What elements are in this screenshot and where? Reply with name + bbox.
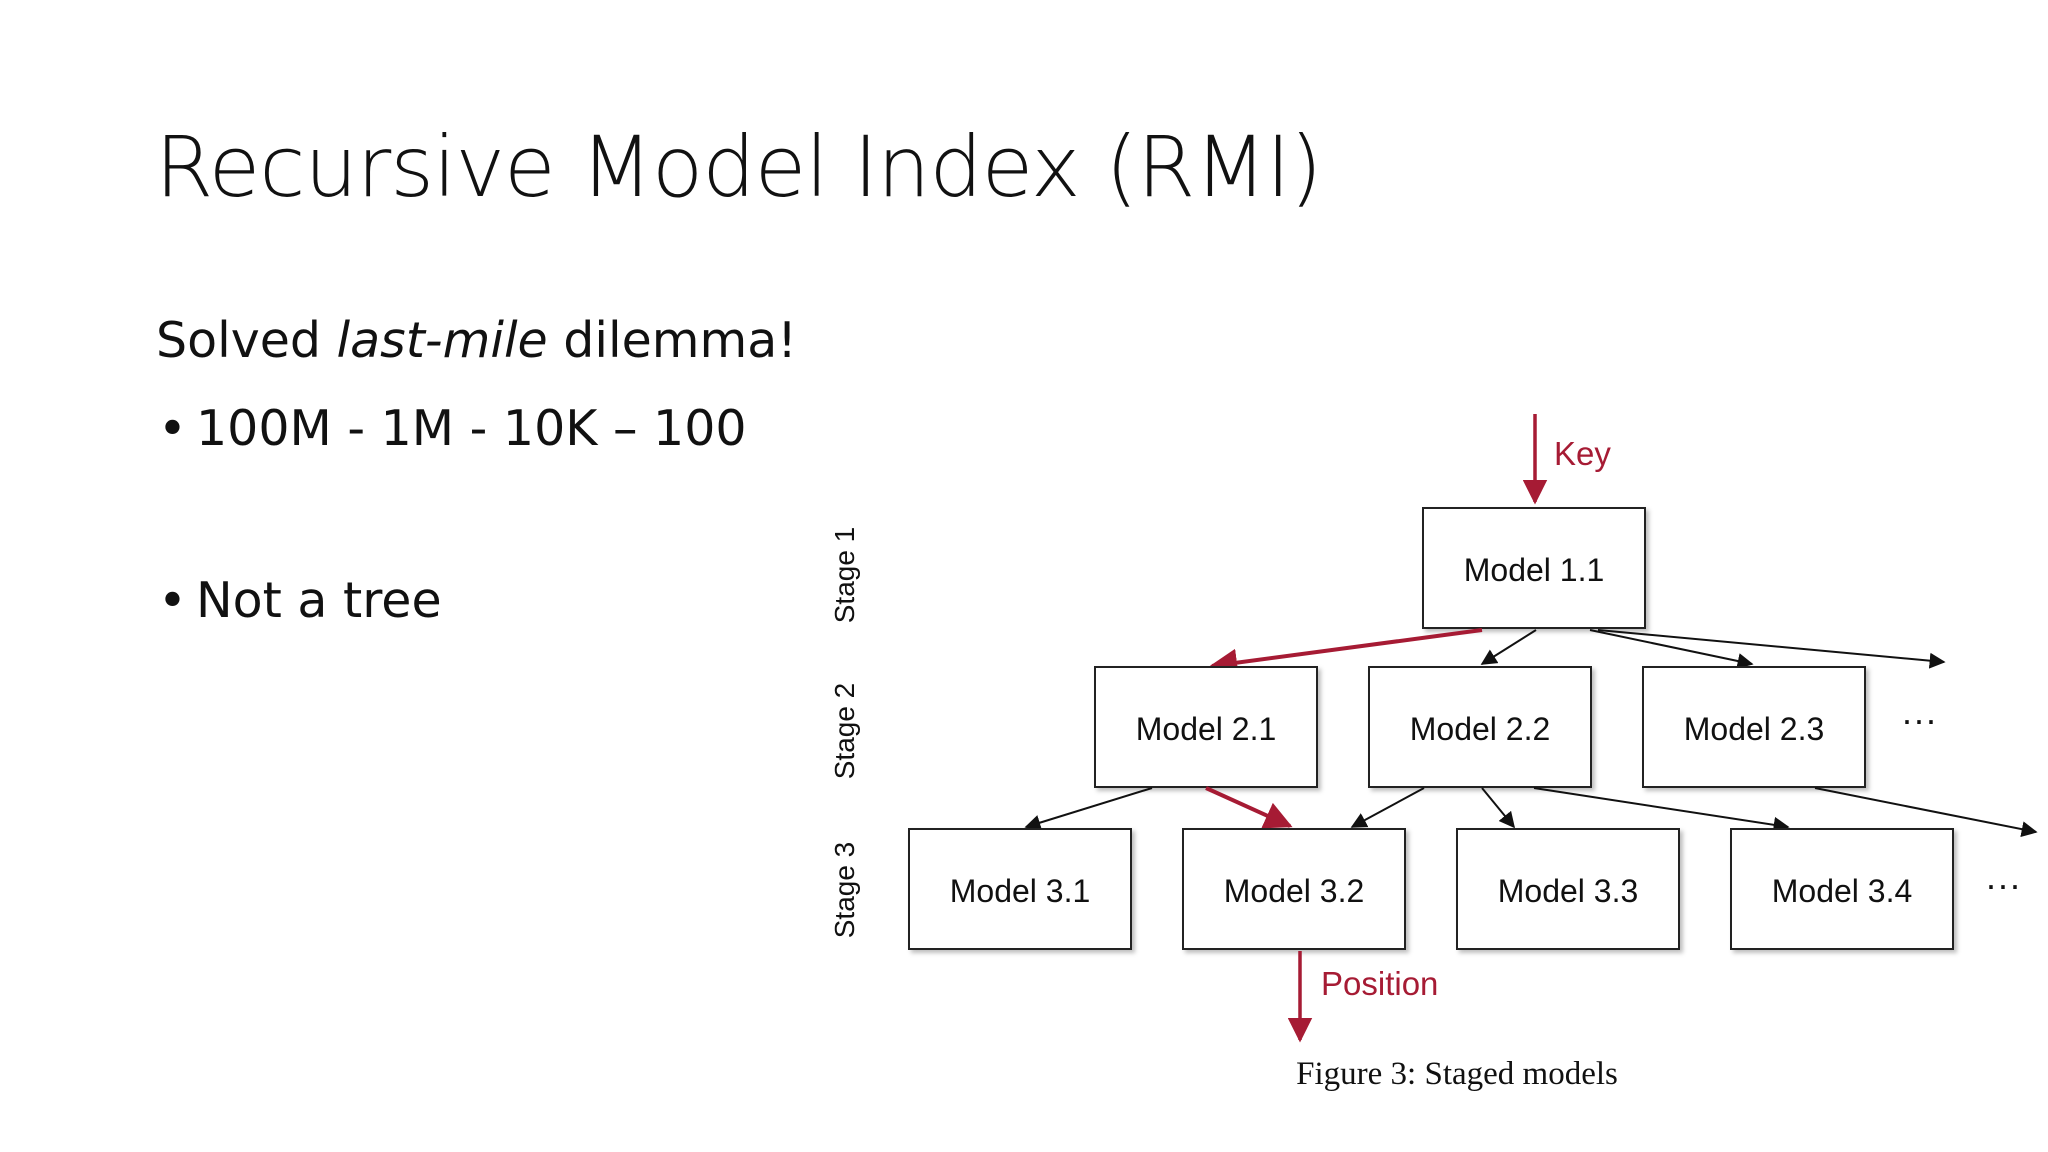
model-label: Model 3.2 <box>1224 873 1365 909</box>
model-box: Model 1.1 <box>1422 507 1646 629</box>
arrow <box>1480 629 1537 665</box>
model-box: Model 3.4 <box>1730 828 1954 950</box>
subtitle: Solved last-mile dilemma! <box>156 312 797 369</box>
stage-label-2: Stage 2 <box>829 683 860 780</box>
model-box: Model 3.1 <box>908 828 1132 950</box>
position-label: Position <box>1321 965 1438 1002</box>
figure-caption: Figure 3: Staged models <box>1296 1056 1618 1092</box>
subtitle-italic: last-mile <box>336 312 548 369</box>
stage3-ellipsis: ··· <box>1985 864 2021 905</box>
arrow <box>1350 787 1425 828</box>
stage-label-1: Stage 1 <box>829 527 860 624</box>
arrow <box>1589 629 1754 669</box>
model-box: Model 3.3 <box>1456 828 1680 950</box>
subtitle-text-start: Solved <box>156 312 337 369</box>
bullet-item: •Not a tree <box>158 572 442 629</box>
model-label: Model 3.3 <box>1498 873 1639 909</box>
model-label: Model 2.3 <box>1684 711 1825 747</box>
bullet-text: 100M - 1M - 10K – 100 <box>196 400 747 457</box>
model-label: Model 3.1 <box>950 873 1091 909</box>
bullet-marker: • <box>158 400 187 457</box>
arrow <box>1814 787 2038 838</box>
model-label: Model 2.1 <box>1136 711 1277 747</box>
arrow <box>1024 787 1153 831</box>
slide-title: Recursive Model Index (RMI) <box>155 118 1322 216</box>
key-label: Key <box>1554 435 1611 472</box>
bullet-text: Not a tree <box>196 572 442 629</box>
bullet-item: •100M - 1M - 10K – 100 <box>158 400 747 457</box>
model-box: Model 3.2 <box>1182 828 1406 950</box>
stage-label-3: Stage 3 <box>829 842 860 939</box>
model-label: Model 2.2 <box>1410 711 1551 747</box>
arrow <box>1533 787 1790 833</box>
arrow <box>1481 787 1516 829</box>
model-box: Model 2.3 <box>1642 666 1866 788</box>
highlight-arrow <box>1205 786 1293 829</box>
stage2-ellipsis: ··· <box>1901 699 1937 740</box>
bullet-marker: • <box>158 572 187 629</box>
model-box: Model 2.1 <box>1094 666 1318 788</box>
arrow <box>1597 629 1946 669</box>
model-box: Model 2.2 <box>1368 666 1592 788</box>
model-label: Model 3.4 <box>1772 873 1913 909</box>
model-label: Model 1.1 <box>1464 552 1605 588</box>
highlight-arrow <box>1209 628 1483 677</box>
subtitle-text-end: dilemma! <box>547 312 797 369</box>
